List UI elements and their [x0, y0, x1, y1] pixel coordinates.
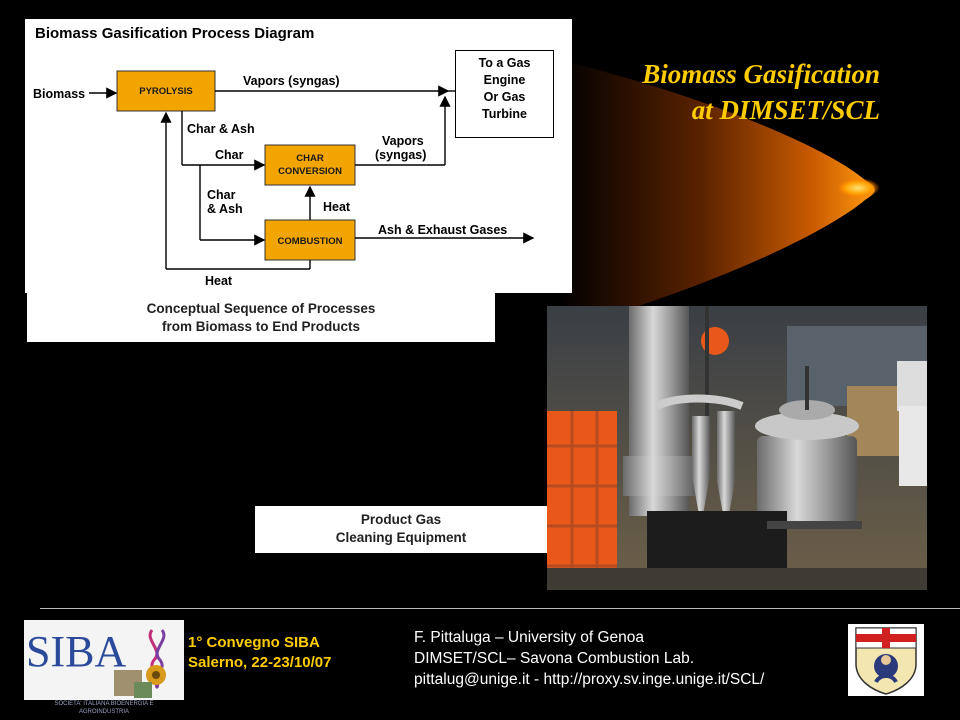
char-ash-label-2b: & Ash: [207, 202, 243, 216]
pyrolysis-label: PYROLYSIS: [139, 86, 193, 97]
slide-title: Biomass Gasification at DIMSET/SCL: [520, 56, 880, 128]
heat-bottom-label: Heat: [205, 274, 233, 288]
author-affiliation: F. Pittaluga – University of Genoa: [414, 629, 645, 646]
char-conversion-box: [264, 144, 356, 186]
author-contact[interactable]: pittalug@unige.it - http://proxy.sv.inge…: [414, 671, 765, 688]
logo-caption: SOCIETA' ITALIANA BIOENERGIA E AGROINDUS…: [24, 700, 184, 716]
gas-engine-turbine-box: To a Gas Engine Or Gas Turbine: [455, 50, 554, 138]
equipment-photo: [547, 306, 927, 590]
diagram-caption-line-1: Conceptual Sequence of Processes: [146, 301, 376, 316]
vapors-syngas-label: Vapors (syngas): [243, 74, 340, 88]
vapors-label-2b: (syngas): [375, 148, 426, 162]
title-line-1: Biomass Gasification: [642, 59, 880, 89]
diagram-caption-line-2: from Biomass to End Products: [161, 319, 361, 334]
author-info: F. Pittaluga – University of Genoa DIMSE…: [414, 627, 764, 690]
photo-caption-line-2: Cleaning Equipment: [335, 530, 467, 545]
pyrolysis-box: [116, 70, 216, 112]
char-ash-label-2a: Char: [207, 188, 236, 202]
gas-box-line-2: Engine: [483, 73, 526, 87]
char-label: Char: [215, 148, 244, 162]
logo-caption-line-1: SOCIETA' ITALIANA BIOENERGIA E: [54, 701, 154, 707]
char-conversion-label-2: CONVERSION: [278, 166, 342, 177]
char-conversion-label-1: CHAR: [296, 153, 324, 164]
footer-divider: [40, 608, 960, 609]
biomass-label: Biomass: [33, 87, 85, 101]
gas-box-line-3: Or Gas: [483, 90, 526, 104]
photo-caption-line-1: Product Gas: [360, 512, 442, 527]
ash-exhaust-label: Ash & Exhaust Gases: [378, 223, 507, 237]
combustion-label: COMBUSTION: [278, 236, 343, 247]
diagram-heading: Biomass Gasification Process Diagram: [35, 25, 314, 42]
gas-box-line-4: Turbine: [482, 107, 527, 121]
title-line-2: at DIMSET/SCL: [691, 95, 880, 125]
conference-name: 1° Convegno SIBA: [188, 634, 320, 651]
logo-caption-line-2: AGROINDUSTRIA: [78, 709, 129, 715]
process-diagram: Biomass Gasification Process Diagram PYR…: [25, 19, 572, 293]
diagram-caption: Conceptual Sequence of Processes from Bi…: [27, 293, 495, 342]
heat-up-label: Heat: [323, 200, 351, 214]
conference-place-date: Salerno, 22-23/10/07: [188, 654, 332, 671]
decorative-glow-cone: [560, 60, 880, 330]
university-crest-icon: [848, 624, 924, 696]
logo-text: SIBA: [26, 627, 126, 676]
author-lab: DIMSET/SCL– Savona Combustion Lab.: [414, 650, 694, 667]
photo-caption: Product Gas Cleaning Equipment: [255, 506, 547, 553]
conference-info: 1° Convegno SIBA Salerno, 22-23/10/07: [188, 633, 331, 673]
gas-box-line-1: To a Gas: [478, 56, 531, 70]
char-ash-label-1: Char & Ash: [187, 122, 255, 136]
siba-logo: SIBA: [24, 620, 184, 700]
vapors-label-2a: Vapors: [382, 134, 424, 148]
